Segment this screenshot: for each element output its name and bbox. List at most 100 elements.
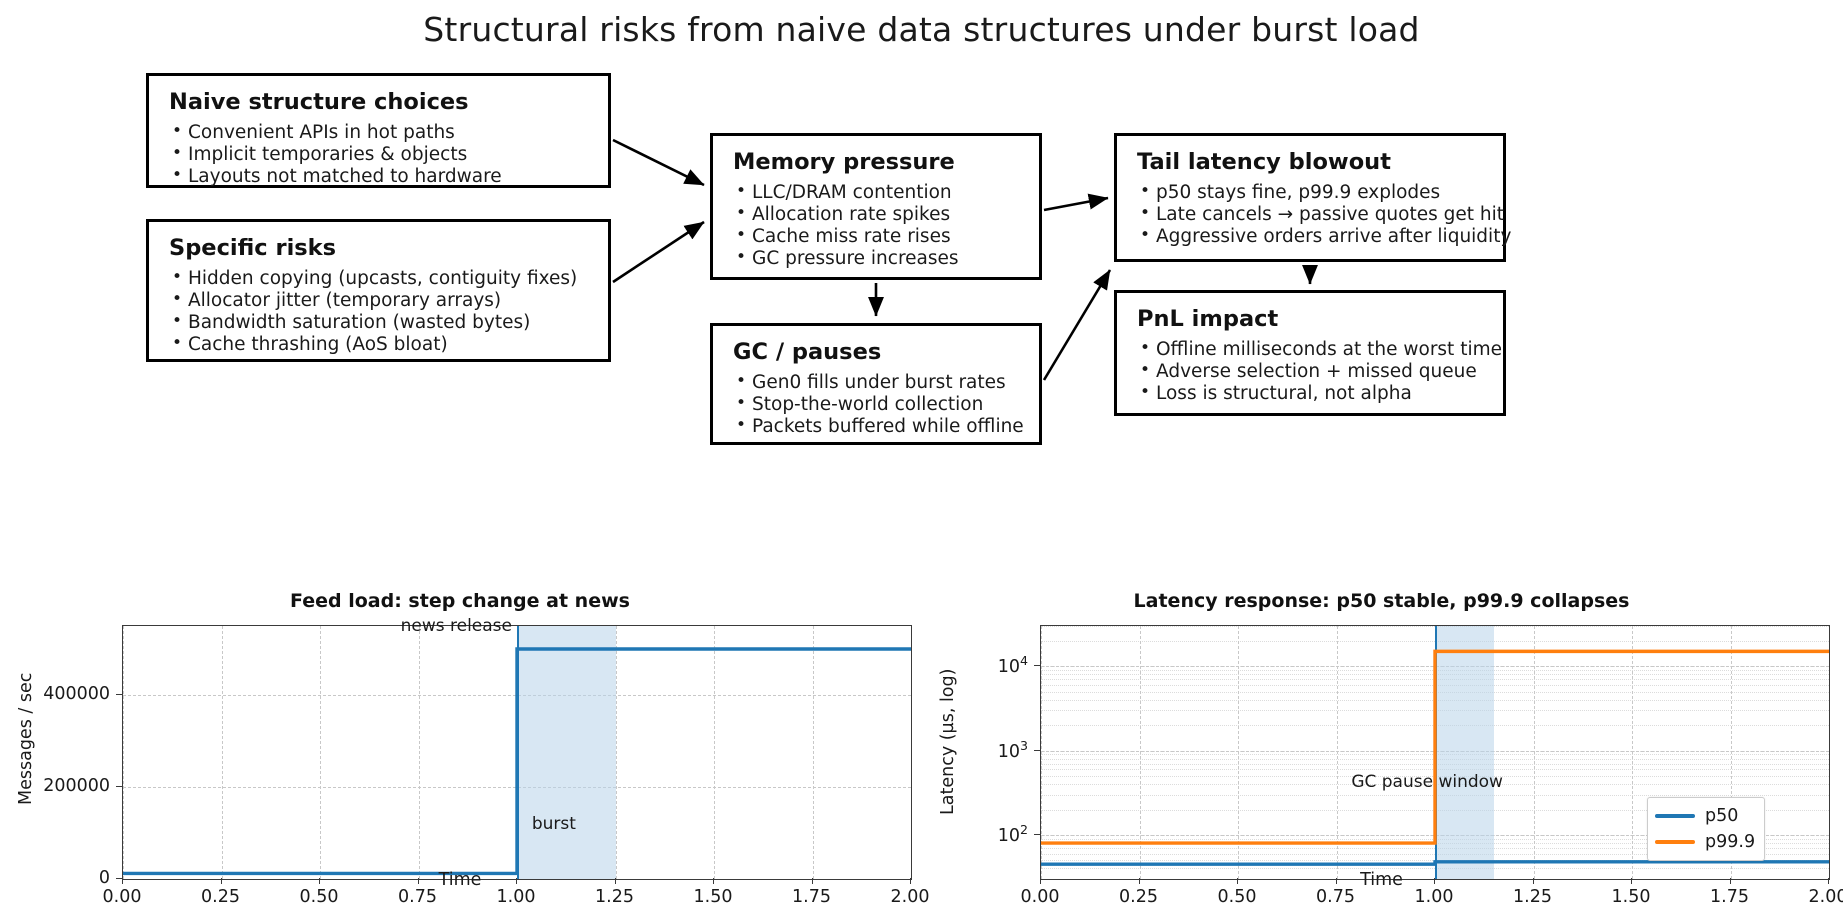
legend-entry-p50[interactable]: p50	[1655, 803, 1755, 829]
box-heading: Tail latency blowout	[1137, 149, 1391, 175]
y-tick-mark	[1034, 749, 1040, 751]
x-tick-label: 0.00	[102, 887, 142, 907]
chart-latency-response: Latency response: p50 stable, p99.9 coll…	[920, 590, 1843, 915]
box-heading: GC / pauses	[733, 339, 882, 365]
x-tick-mark	[1237, 878, 1238, 884]
gridline-vertical	[320, 626, 321, 879]
x-tick-label: 1.50	[1611, 887, 1651, 907]
gridline-vertical	[123, 626, 124, 879]
shaded-region-burst	[517, 626, 616, 879]
legend-entry-p999[interactable]: p99.9	[1655, 829, 1755, 855]
gridline-vertical	[714, 626, 715, 879]
y-tick-label: 102	[997, 821, 1028, 846]
y-tick-mark	[116, 878, 122, 879]
box-heading: PnL impact	[1137, 306, 1279, 332]
series-line-p99-9	[1041, 649, 1829, 845]
gridline-vertical	[1336, 626, 1338, 879]
gridline-vertical	[615, 626, 617, 879]
gridline-vertical	[1139, 626, 1141, 879]
box-bullet-list: LLC/DRAM contention Allocation rate spik…	[733, 181, 1021, 271]
gridline-vertical	[1533, 626, 1535, 879]
series-layer	[1041, 649, 1829, 866]
legend-label: p99.9	[1705, 832, 1756, 852]
y-tick-mark	[1034, 833, 1040, 835]
bullet-item: Implicit temporaries & objects	[169, 143, 590, 166]
x-tick-mark	[417, 878, 419, 884]
y-tick-label: 103	[997, 737, 1028, 762]
flow-box-pnl-impact: PnL impact Offline milliseconds at the w…	[1114, 290, 1506, 416]
bullet-item: p50 stays fine, p99.9 explodes	[1137, 181, 1485, 204]
x-tick-label: 2.00	[1808, 887, 1843, 907]
bullet-item: Stop-the-world collection	[733, 393, 1021, 416]
y-tick-mark	[1034, 665, 1040, 667]
x-tick-mark	[1532, 878, 1534, 884]
flow-box-naive-structure-choices: Naive structure choices Convenient APIs …	[146, 73, 611, 188]
x-tick-label: 1.50	[693, 887, 733, 907]
bullet-item: Loss is structural, not alpha	[1137, 382, 1485, 405]
x-axis-label: Time	[438, 870, 482, 890]
x-tick-mark	[1335, 878, 1337, 884]
x-tick-label: 1.00	[496, 887, 536, 907]
gridline-vertical	[221, 626, 223, 879]
bullet-item: Bandwidth saturation (wasted bytes)	[169, 311, 590, 334]
annotation-burst: burst	[531, 813, 576, 834]
y-tick-mark	[116, 694, 122, 695]
box-heading: Naive structure choices	[169, 89, 469, 115]
box-heading: Specific risks	[169, 235, 337, 261]
series-layer	[123, 647, 911, 876]
gridline-vertical	[1632, 626, 1633, 879]
x-tick-mark	[122, 878, 123, 884]
page-title: Structural risks from naive data structu…	[423, 10, 1420, 49]
bullet-item: Cache thrashing (AoS bloat)	[169, 333, 590, 356]
chart-title: Latency response: p50 stable, p99.9 coll…	[1133, 590, 1630, 612]
arrow-gc-to-tail	[1042, 269, 1112, 381]
bullet-item: Convenient APIs in hot paths	[169, 121, 590, 144]
box-bullet-list: Offline milliseconds at the worst time A…	[1137, 338, 1502, 406]
x-tick-mark	[1138, 878, 1140, 884]
gridline-vertical	[812, 626, 814, 879]
bullet-item: Offline milliseconds at the worst time	[1137, 338, 1502, 361]
arrow-specific-to-memory	[612, 220, 705, 284]
legend-label: p50	[1705, 806, 1739, 826]
legend-swatch-p999	[1655, 840, 1695, 844]
x-tick-mark	[614, 878, 616, 884]
x-tick-mark	[516, 878, 517, 884]
x-tick-label: 1.25	[1513, 887, 1552, 907]
series-line-messages	[123, 647, 911, 876]
gridline-vertical	[911, 626, 912, 879]
box-bullet-list: Convenient APIs in hot paths Implicit te…	[169, 121, 590, 189]
box-bullet-list: Gen0 fills under burst rates Stop-the-wo…	[733, 371, 1024, 439]
bullet-item: Adverse selection + missed queue	[1137, 360, 1485, 383]
x-tick-mark	[1040, 878, 1041, 884]
arrow-naive-to-memory	[612, 138, 705, 187]
x-tick-label: 0.75	[1316, 887, 1355, 907]
series-line-p50	[1041, 860, 1829, 866]
flow-box-memory-pressure: Memory pressure LLC/DRAM contention Allo…	[710, 133, 1042, 280]
x-tick-mark	[319, 878, 320, 884]
y-tick-label: 400000	[43, 684, 110, 704]
flow-box-tail-latency-blowout: Tail latency blowout p50 stays fine, p99…	[1114, 133, 1511, 262]
annotation-gc-pause-window: GC pause window	[1351, 772, 1503, 793]
x-tick-mark	[910, 878, 911, 884]
y-tick-mark	[116, 786, 122, 787]
annotation-news-release: news release	[400, 616, 512, 636]
bullet-item: LLC/DRAM contention	[733, 181, 1021, 204]
bullet-item: Layouts not matched to hardware	[169, 165, 590, 188]
chart-legend[interactable]: p50 p99.9	[1647, 797, 1766, 861]
bullet-item: Allocation rate spikes	[733, 203, 1021, 226]
x-tick-label: 0.50	[299, 887, 339, 907]
gridline-vertical	[1730, 626, 1732, 879]
x-tick-mark	[1828, 878, 1829, 884]
bullet-item: Aggressive orders arrive after liquidity	[1137, 225, 1511, 248]
bullet-item: Cache miss rate rises	[733, 225, 1021, 248]
x-tick-label: 0.25	[1119, 887, 1158, 907]
gridline-vertical	[418, 626, 420, 879]
y-tick-label: 200000	[43, 776, 110, 796]
bullet-item: Gen0 fills under burst rates	[733, 371, 1021, 394]
x-tick-mark	[1631, 878, 1632, 884]
gridline-vertical	[1238, 626, 1239, 879]
plot-area	[122, 625, 912, 880]
x-tick-label: 0.00	[1020, 887, 1060, 907]
x-tick-mark	[220, 878, 222, 884]
